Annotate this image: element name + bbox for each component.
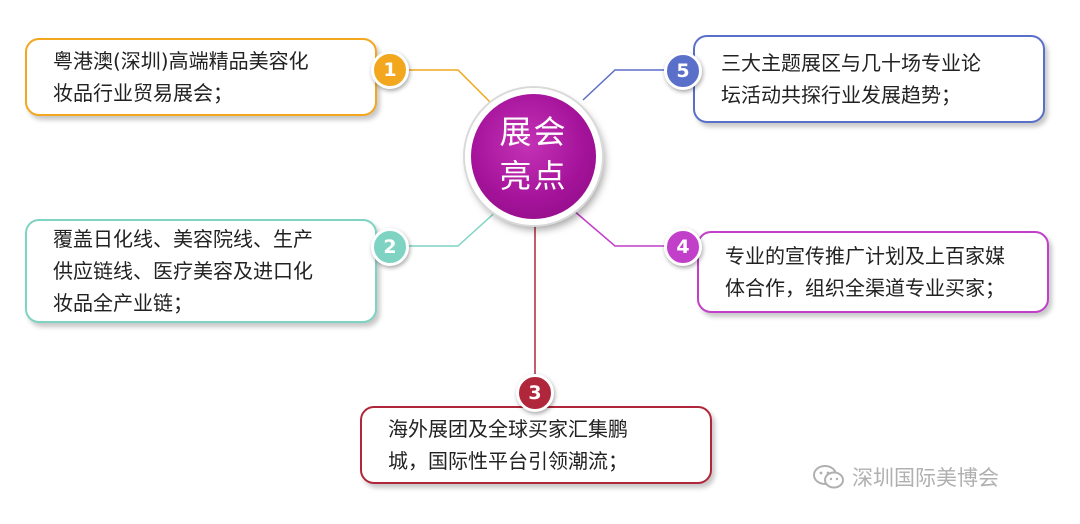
- highlight-1-line-1: 粤港澳(深圳)高端精品美容化: [53, 49, 309, 73]
- highlight-1-line-2: 妆品行业贸易展会；: [53, 81, 233, 105]
- highlight-5-line-2: 坛活动共探行业发展趋势；: [721, 83, 961, 107]
- watermark-text: 深圳国际美博会: [852, 466, 999, 490]
- highlight-2-line-3: 妆品全产业链；: [53, 291, 193, 315]
- connector-1: [408, 69, 491, 103]
- highlight-box-4: 专业的宣传推广计划及上百家媒 体合作，组织全渠道专业买家；: [697, 231, 1049, 313]
- badge-4: 4: [664, 228, 702, 266]
- highlight-box-3: 海外展团及全球买家汇集鹏 城，国际性平台引领潮流；: [360, 406, 712, 484]
- highlight-box-2: 覆盖日化线、美容院线、生产 供应链线、医疗美容及进口化 妆品全产业链；: [25, 219, 377, 323]
- highlight-2-line-1: 覆盖日化线、美容院线、生产: [53, 227, 313, 251]
- highlight-4-line-2: 体合作，组织全渠道专业买家；: [725, 276, 1005, 300]
- badge-3: 3: [516, 374, 554, 412]
- wechat-icon: [813, 465, 844, 489]
- badge-5: 5: [664, 52, 702, 90]
- highlight-4-line-1: 专业的宣传推广计划及上百家媒: [725, 244, 1005, 268]
- badge-2: 2: [371, 228, 409, 266]
- highlight-3-line-1: 海外展团及全球买家汇集鹏: [388, 417, 628, 441]
- connector-2: [408, 207, 501, 247]
- center-node: 展会 亮点: [465, 88, 602, 225]
- highlight-5-line-1: 三大主题展区与几十场专业论: [721, 51, 981, 75]
- center-title-line2: 亮点: [499, 157, 568, 195]
- connector-4: [572, 209, 664, 247]
- watermark: 深圳国际美博会: [812, 462, 999, 492]
- highlight-box-1: 粤港澳(深圳)高端精品美容化 妆品行业贸易展会；: [25, 38, 377, 116]
- highlight-3-line-2: 城，国际性平台引领潮流；: [388, 449, 628, 473]
- connector-5: [582, 69, 664, 101]
- highlight-box-5: 三大主题展区与几十场专业论 坛活动共探行业发展趋势；: [693, 35, 1045, 123]
- badge-1: 1: [371, 51, 409, 89]
- highlight-2-line-2: 供应链线、医疗美容及进口化: [53, 259, 313, 283]
- center-title-line1: 展会: [499, 113, 568, 151]
